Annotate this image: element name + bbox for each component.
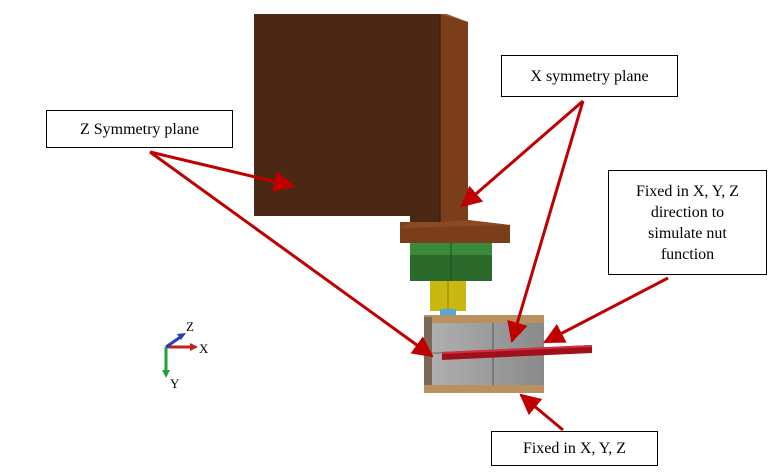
- bottom-fixed-text: Fixed in X, Y, Z: [522, 440, 627, 457]
- z-plane-arrow-1: [149, 150, 296, 192]
- triad-z-label: Z: [186, 319, 194, 334]
- triad-z-axis: [165, 334, 183, 349]
- triad-y-label: Y: [170, 376, 180, 391]
- z-plane-arrow-2: [149, 150, 434, 358]
- brown-bracket: [254, 14, 510, 243]
- green-block: [410, 243, 492, 281]
- nut-fixed-label: Fixed in X, Y, Z direction to simulate n…: [608, 170, 767, 275]
- bottom-fixed-label: Fixed in X, Y, Z: [491, 431, 658, 466]
- z-symmetry-plane-text: Z Symmetry plane: [79, 120, 200, 138]
- coordinate-triad: Z X Y: [162, 319, 209, 391]
- z-symmetry-plane-label: Z Symmetry plane: [46, 110, 233, 148]
- x-plane-arrow-2: [507, 100, 585, 344]
- bracket-side-face: [400, 14, 510, 243]
- triad-x-label: X: [199, 341, 209, 356]
- bracket-step-face: [400, 220, 510, 228]
- nut-fixed-arrow: [543, 276, 669, 344]
- x-symmetry-plane-text: X symmetry plane: [530, 67, 649, 85]
- bracket-front-face: [254, 14, 440, 222]
- x-symmetry-plane-label: X symmetry plane: [501, 55, 678, 97]
- yellow-nut: [430, 281, 466, 311]
- blue-connector: [440, 309, 456, 317]
- top-plate: [424, 315, 544, 325]
- annotation-arrows: [149, 99, 669, 432]
- nut-fixed-text: Fixed in X, Y, Z direction to simulate n…: [635, 182, 740, 263]
- red-rod: [442, 345, 592, 360]
- x-plane-arrow-1: [460, 99, 584, 208]
- bottom-fixed-arrow: [519, 393, 564, 432]
- bottom-plate: [424, 385, 544, 393]
